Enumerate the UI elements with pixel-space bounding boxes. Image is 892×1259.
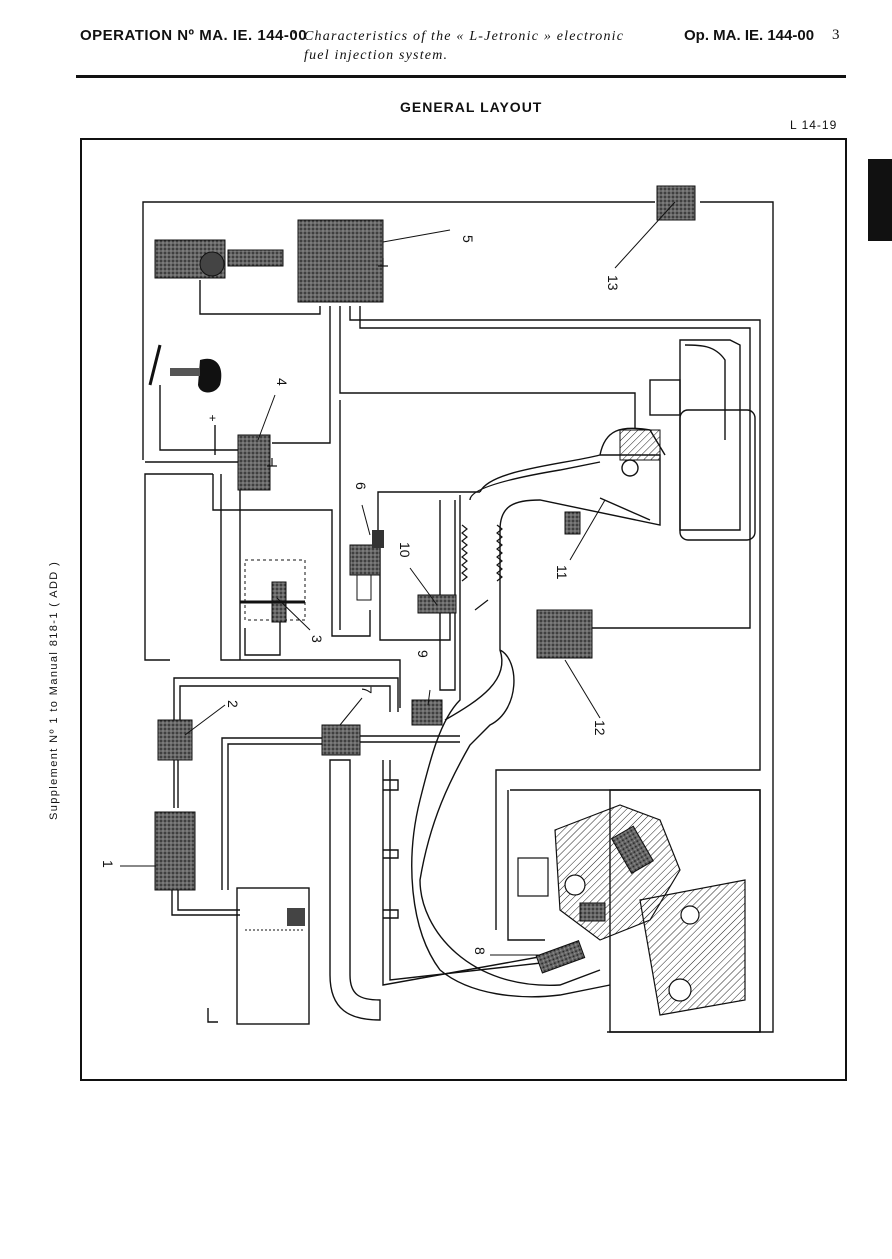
- fuel-lines: [171, 677, 551, 1023]
- callout-8: 8: [472, 947, 488, 955]
- callout-11: 11: [554, 565, 570, 580]
- intake-bellows: [461, 524, 503, 611]
- callout-13: 13: [605, 275, 621, 291]
- chapter-tab: [868, 159, 892, 241]
- section-title: GENERAL LAYOUT: [400, 99, 543, 115]
- component-13-sensor: [656, 185, 696, 221]
- engine-cross-section: [517, 789, 761, 1033]
- header-operation: OPERATION Nº MA. IE. 144-00: [80, 27, 308, 44]
- header-title-line2: fuel injection system.: [304, 48, 449, 63]
- header-title: Characteristics of the « L-Jetronic » el…: [304, 27, 634, 65]
- component-4-relay: [237, 434, 271, 491]
- ground-symbols: [267, 258, 388, 467]
- component-1-fuel-pump: [154, 811, 196, 891]
- callout-7: 7: [359, 686, 375, 694]
- component-8-injector: [535, 940, 586, 974]
- callouts: 5 13 4 6 10 11 3 9 12 7 2 1 8: [100, 235, 621, 955]
- component-11-air-flow-meter: [564, 429, 661, 535]
- callout-6: 6: [353, 482, 369, 490]
- component-7-pressure-regulator: [321, 724, 361, 756]
- page-number: 3: [832, 27, 840, 43]
- callout-9: 9: [415, 650, 431, 658]
- component-12-throttle-switch: [536, 609, 593, 659]
- callout-1: 1: [100, 860, 116, 868]
- plus-sign: +: [209, 411, 216, 425]
- callout-12: 12: [592, 720, 608, 736]
- diagram-frame: [80, 138, 847, 1081]
- callout-4: 4: [274, 378, 290, 386]
- callout-10: 10: [397, 542, 413, 558]
- header-title-line1: Characteristics of the « L-Jetronic » el…: [304, 29, 625, 44]
- component-5-control-unit: [297, 219, 384, 303]
- component-distributor: [154, 239, 284, 279]
- leader-lines: [120, 201, 676, 956]
- fuel-tank: [236, 887, 310, 1025]
- component-9-thermo-time-switch: [411, 699, 443, 726]
- ignition-switch: [148, 344, 222, 393]
- callout-3: 3: [309, 635, 325, 643]
- component-2-fuel-filter: [157, 719, 193, 761]
- component-3-thermo-switch: [240, 559, 306, 623]
- header-separator: :: [292, 27, 297, 44]
- callout-2: 2: [225, 700, 241, 708]
- header-rule: [76, 75, 846, 78]
- callout-5: 5: [460, 235, 476, 243]
- header-reference: Op. MA. IE. 144-00: [684, 27, 815, 44]
- figure-reference: L 14-19: [790, 118, 838, 132]
- component-6-cold-start-valve: [349, 530, 384, 601]
- component-10-auxiliary-air-valve: [417, 594, 457, 614]
